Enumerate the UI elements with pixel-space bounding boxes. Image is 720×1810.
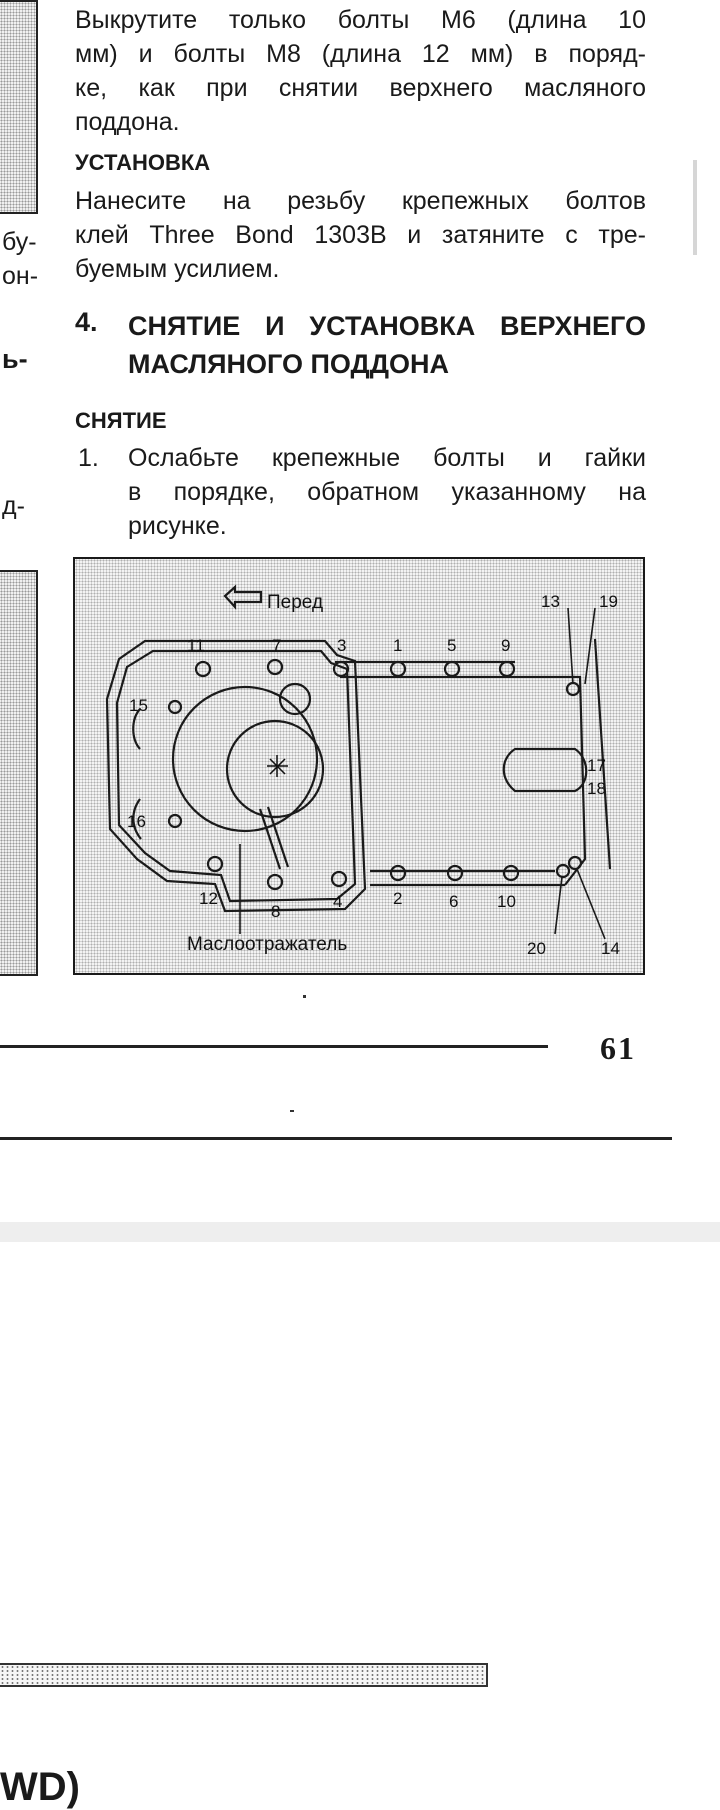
- speck-2: [290, 1110, 294, 1112]
- section-number: 4.: [75, 307, 98, 337]
- left-column-box-top: [0, 0, 38, 214]
- bolt-number-20: 20: [527, 939, 546, 958]
- step-line-2: в порядке, обратном указанному на: [128, 478, 646, 506]
- next-page-rule: [0, 1137, 672, 1140]
- bolt-number-1: 1: [393, 636, 402, 655]
- bolt-number-2: 2: [393, 889, 402, 908]
- page-gap: [0, 1222, 720, 1242]
- pan-outline-inner: [115, 649, 357, 903]
- bolt-number-5: 5: [447, 636, 456, 655]
- bolt-number-4: 4: [333, 892, 342, 911]
- left-fragment-a: бу-: [2, 228, 37, 256]
- bolt-number-16: 16: [127, 812, 146, 831]
- step-line-3: рисунке.: [128, 512, 227, 540]
- bolt-number-7: 7: [272, 636, 281, 655]
- intro-paragraph: Выкрутите только болты М6 (длина 10 мм) …: [75, 3, 646, 139]
- front-arrow: [223, 584, 263, 610]
- left-fragment-d: д-: [2, 492, 25, 520]
- speck-1: [303, 995, 306, 998]
- install-heading: УСТАНОВКА: [75, 150, 211, 175]
- install-paragraph: Нанесите на резьбу крепежных болтов клей…: [75, 184, 646, 286]
- left-lobe-top: [132, 708, 141, 750]
- install-line-1: Нанесите на резьбу крепежных болтов: [75, 187, 646, 215]
- install-line-2: клей Three Bond 1303B и затяните с тре-: [75, 221, 646, 249]
- intro-line-4: поддона.: [75, 108, 180, 136]
- left-fragment-b: он-: [2, 262, 39, 290]
- bolt-number-13: 13: [541, 592, 560, 611]
- bolt-number-15: 15: [129, 696, 148, 715]
- margin-bar: [693, 160, 697, 255]
- baffle-arm: [258, 808, 282, 870]
- footer-rule: [0, 1045, 548, 1048]
- removal-heading: СНЯТИЕ: [75, 408, 167, 433]
- pan-outline-outer: [105, 639, 367, 913]
- oil-pan-diagram: Перед Маслоотражатель 1 2 3 4 5 6 7 8 9 …: [73, 557, 645, 975]
- oil-filter: [502, 747, 588, 793]
- section-title-line-1: СНЯТИЕ И УСТАНОВКА ВЕРХНЕГО: [128, 311, 646, 341]
- bolt-number-6: 6: [449, 892, 458, 911]
- section-title-line-2: МАСЛЯНОГО ПОДДОНА: [128, 349, 449, 379]
- intro-line-3: ке, как при снятии верхнего масляного: [75, 74, 646, 102]
- bolt-number-14: 14: [601, 939, 620, 958]
- strainer-circle: [225, 719, 325, 819]
- small-port-circle: [278, 682, 312, 716]
- bolt-number-19: 19: [599, 592, 618, 611]
- bolt-number-12: 12: [199, 889, 218, 908]
- scanned-strip: [0, 1663, 488, 1687]
- step-text: Ослабьте крепежные болты и гайки в поряд…: [128, 441, 646, 543]
- bolt-number-17: 17: [587, 756, 606, 775]
- install-line-3: буемым усилием.: [75, 255, 280, 283]
- bolt-number-3: 3: [337, 636, 346, 655]
- bolt-number-11: 11: [187, 636, 205, 655]
- bottom-heading-fragment: WD): [0, 1765, 80, 1809]
- step-number: 1.: [78, 444, 99, 472]
- intro-line-1: Выкрутите только болты М6 (длина 10: [75, 6, 646, 34]
- left-fragment-c: ь-: [2, 344, 28, 374]
- front-label: Перед: [267, 592, 323, 613]
- step-line-1: Ослабьте крепежные болты и гайки: [128, 444, 646, 472]
- bolt-number-18: 18: [587, 779, 606, 798]
- baffle-label: Маслоотражатель: [187, 934, 347, 955]
- bolt-number-9: 9: [501, 636, 510, 655]
- bolt-number-10: 10: [497, 892, 516, 911]
- left-lobe-bottom: [132, 798, 142, 840]
- bolt-number-8: 8: [271, 902, 280, 921]
- left-column-box-bottom: [0, 570, 38, 976]
- page-number: 61: [600, 1030, 636, 1066]
- pump-housing-circle: [171, 685, 319, 833]
- strainer-mesh: [267, 755, 288, 777]
- rail-right: [520, 675, 587, 886]
- bolt-markers: [167, 658, 583, 891]
- intro-line-2: мм) и болты М8 (длина 12 мм) в поряд-: [75, 40, 646, 68]
- section-title: СНЯТИЕ И УСТАНОВКА ВЕРХНЕГО МАСЛЯНОГО ПО…: [128, 307, 646, 383]
- oil-pan-drawing: Перед Маслоотражатель 1 2 3 4 5 6 7 8 9 …: [105, 584, 620, 958]
